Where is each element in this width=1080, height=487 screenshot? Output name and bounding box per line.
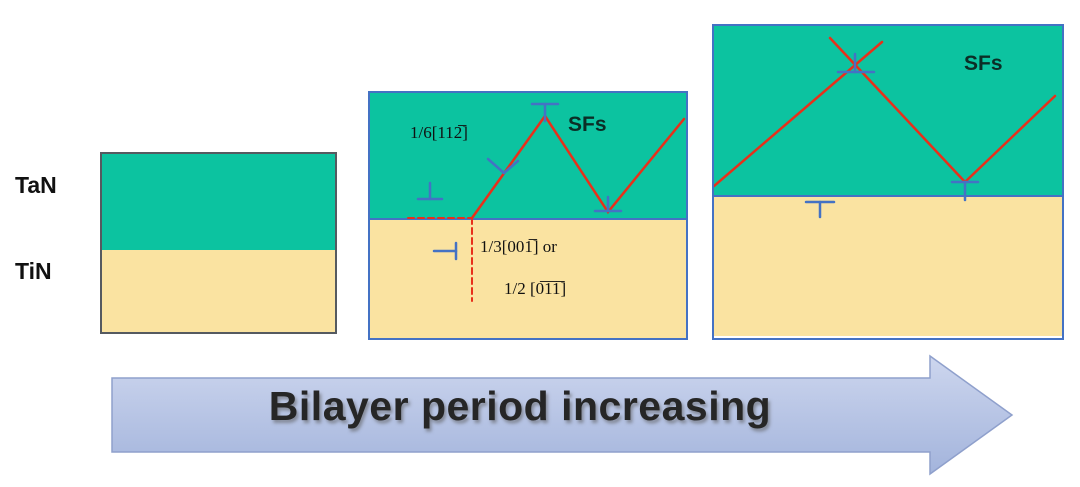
tin-layer-label: TiN — [15, 258, 52, 284]
panel-long-period: SFs — [712, 24, 1064, 340]
sfs-label: SFs — [964, 52, 1003, 75]
burgers-vector-label-sf: 1/6[112̅] — [410, 123, 468, 142]
sfs-label: SFs — [568, 113, 607, 136]
tin-layer — [714, 197, 1062, 336]
tan-layer — [102, 154, 335, 250]
burgers-vector-label-misfit-1: 1/3[001̅] or — [480, 237, 557, 256]
panel-short-period — [100, 152, 337, 334]
burgers-vector-label-misfit-2: 1/2 [0̅1̅1̅] — [504, 279, 567, 298]
arrow-label: Bilayer period increasing — [268, 383, 772, 429]
tan-layer-label: TaN — [15, 172, 57, 198]
tin-layer — [102, 250, 335, 332]
tin-layer — [370, 220, 686, 338]
